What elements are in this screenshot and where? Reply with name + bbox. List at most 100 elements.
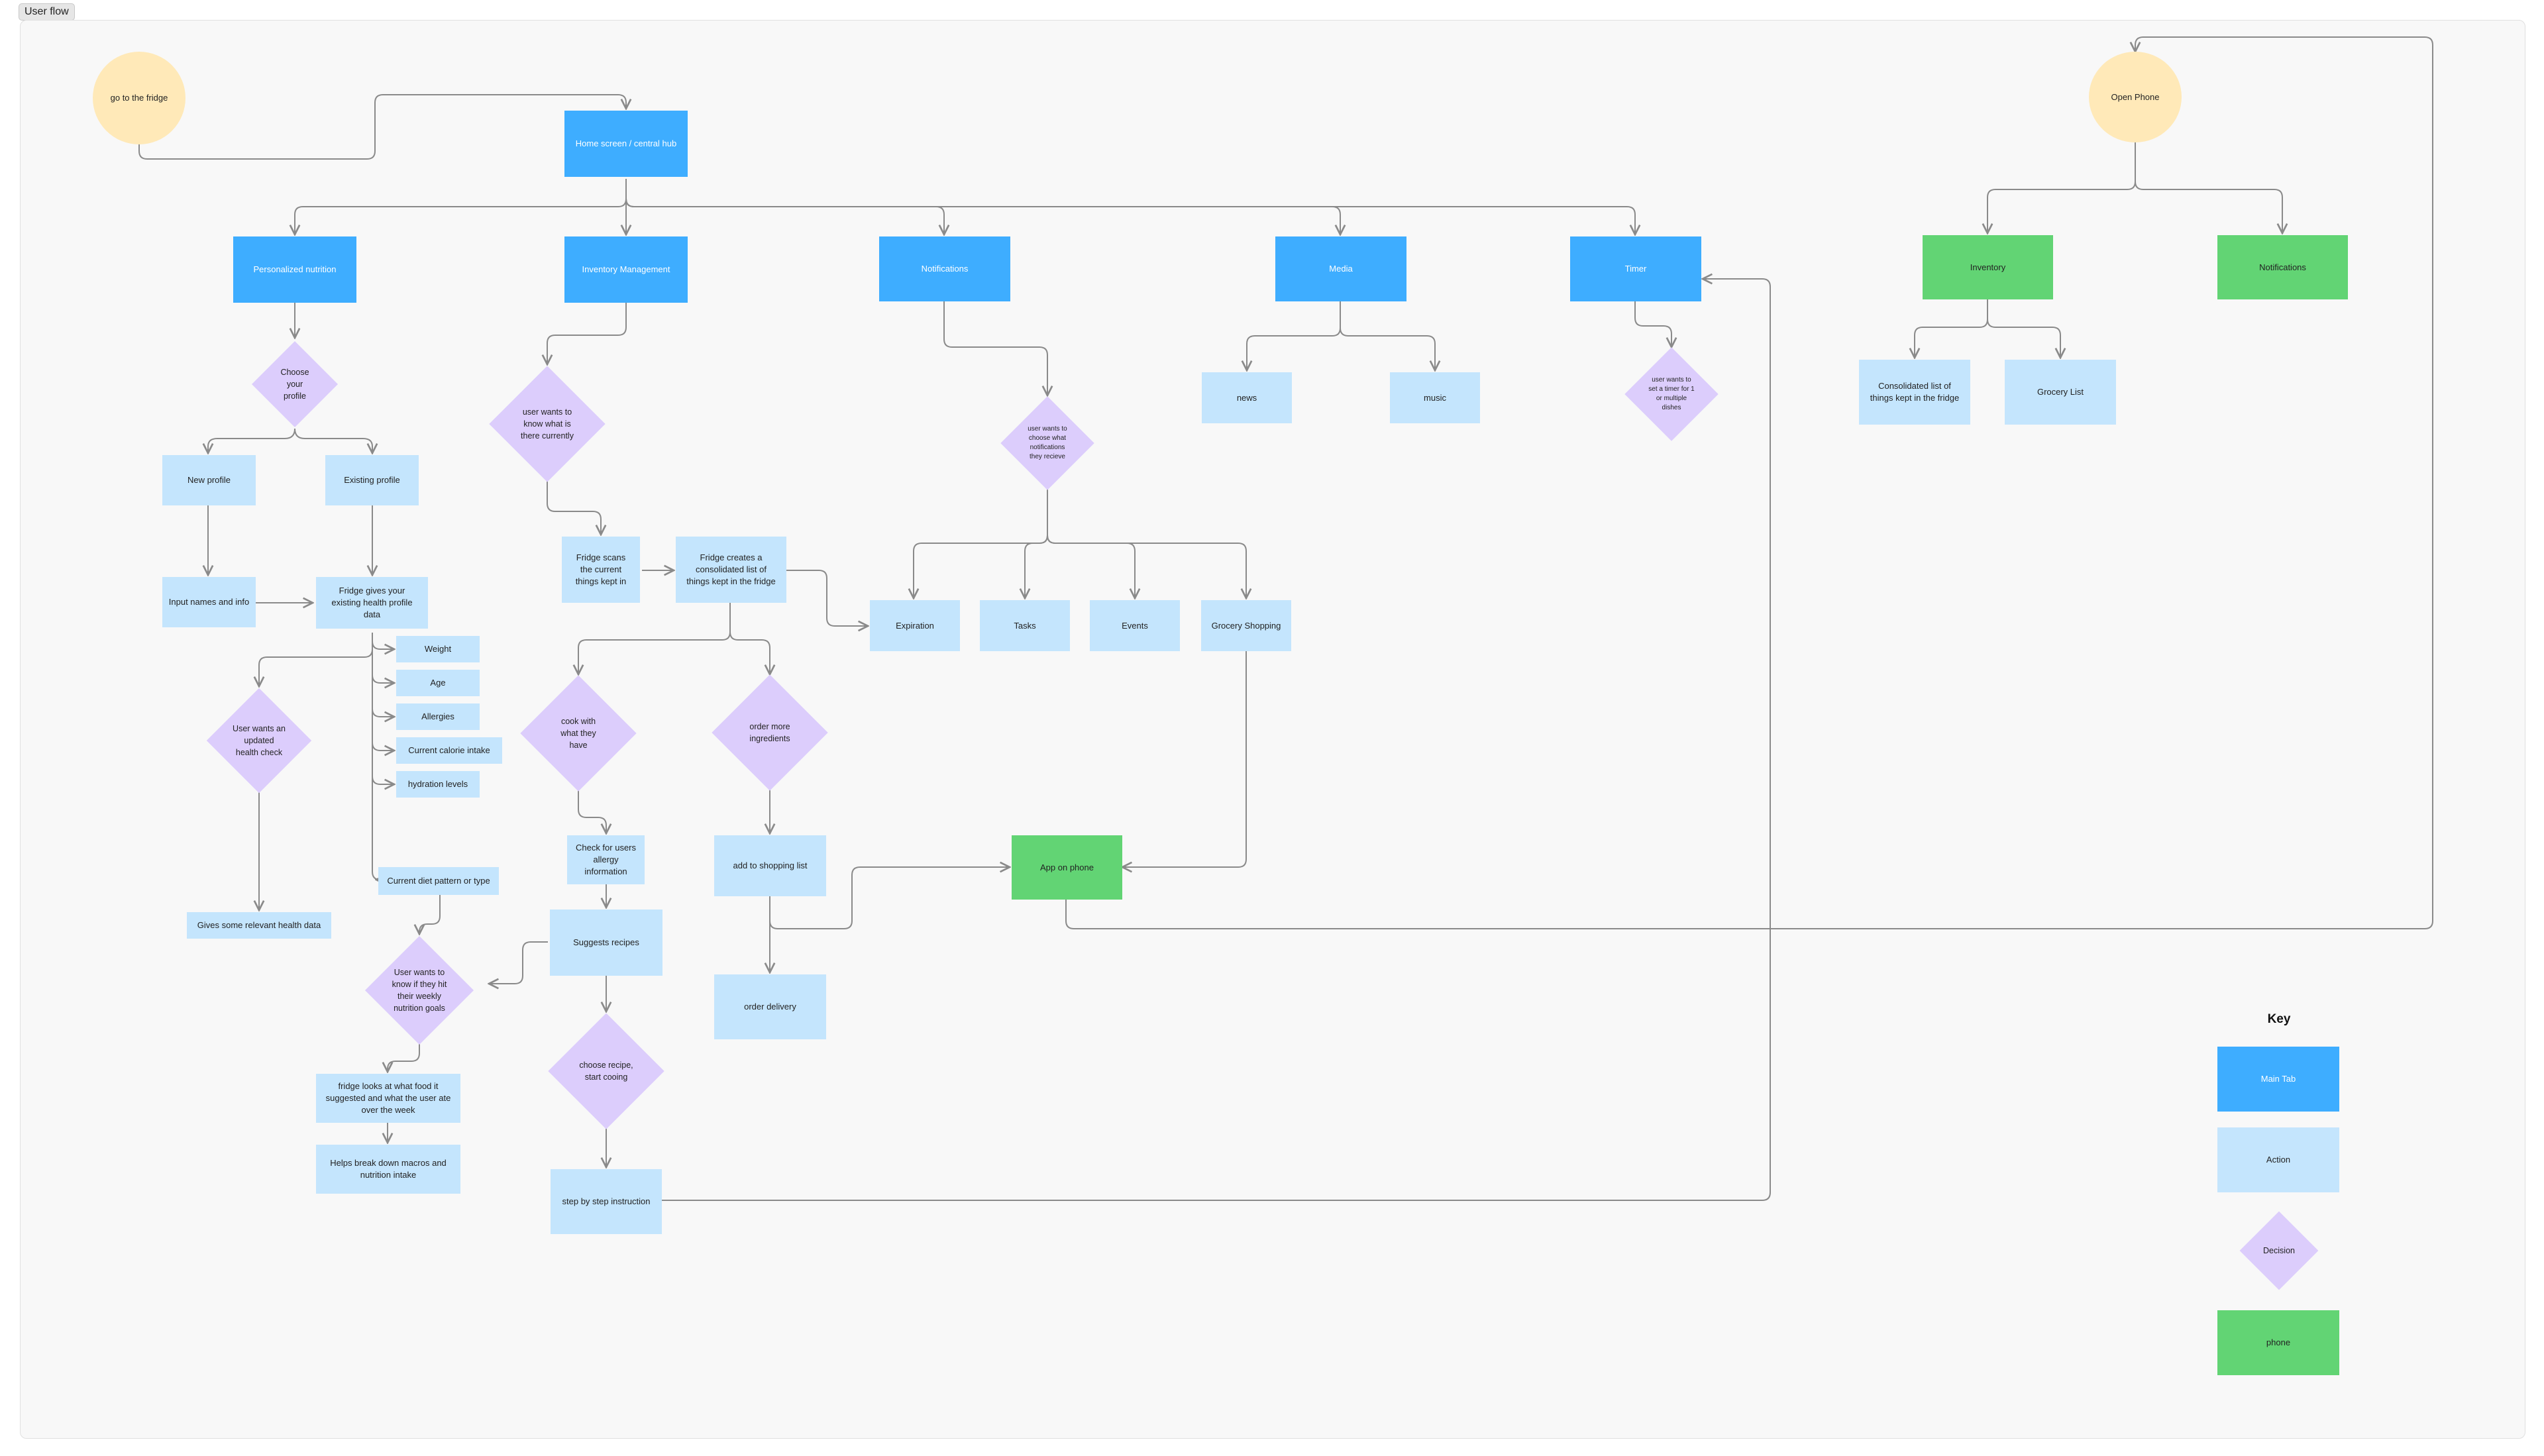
edge-choose-new: [208, 428, 295, 453]
edge-open-inventory: [1988, 142, 2136, 233]
edge-home-timer: [625, 179, 1635, 234]
node-choose-notifications[interactable]: user wants to choose what notifications …: [997, 395, 1098, 490]
node-order-delivery[interactable]: order delivery: [714, 974, 826, 1039]
node-choose-recipe[interactable]: choose recipe, start cooing: [542, 1012, 670, 1129]
decision-label: user wants to choose what notifications …: [1028, 425, 1067, 460]
node-notifications[interactable]: Notifications: [879, 236, 1010, 301]
decision-label: Choose your profile: [280, 368, 309, 401]
node-diet-pattern[interactable]: Current diet pattern or type: [378, 867, 499, 895]
edge-weekly-fridgelooks: [388, 1044, 420, 1072]
decision-label: Decision: [2263, 1245, 2295, 1255]
edge-step-timer: [661, 279, 1771, 1201]
node-go-to-fridge[interactable]: go to the fridge: [93, 52, 186, 144]
node-relevant-health-data[interactable]: Gives some relevant health data: [187, 912, 331, 939]
edge-add-app: [769, 867, 1010, 929]
node-choose-profile[interactable]: Choose your profile: [251, 340, 339, 429]
node-cook-with-what-they-have[interactable]: cook with what they have: [515, 674, 641, 792]
edge-creates-order: [729, 603, 770, 674]
node-break-down-macros[interactable]: Helps break down macros and nutrition in…: [316, 1145, 460, 1194]
node-check-allergy[interactable]: Check for users allergy information: [567, 835, 645, 884]
node-weight[interactable]: Weight: [396, 636, 480, 662]
node-age[interactable]: Age: [396, 670, 480, 696]
edge-fridge-age: [372, 633, 394, 683]
decision-label: order more ingredients: [749, 721, 790, 743]
edge-choose-expiration: [914, 488, 1048, 598]
edge-fridge-home: [138, 94, 626, 160]
edge-know-scans: [547, 481, 601, 535]
node-calorie-intake[interactable]: Current calorie intake: [396, 737, 502, 764]
edge-diet-weekly: [419, 895, 441, 934]
node-grocery-shopping[interactable]: Grocery Shopping: [1201, 600, 1291, 651]
decision-label: user wants to set a timer for 1 or multi…: [1648, 376, 1695, 411]
edge-fridge-calorie: [372, 633, 394, 751]
node-app-on-phone[interactable]: App on phone: [1012, 835, 1122, 900]
edge-inv-grocery: [1987, 299, 2060, 358]
edge-choose-grocery: [1047, 488, 1246, 598]
decision-label: choose recipe, start cooing: [579, 1060, 633, 1082]
node-fridge-gives-profile[interactable]: Fridge gives your existing health profil…: [316, 577, 428, 629]
node-expiration[interactable]: Expiration: [870, 600, 960, 651]
node-fridge-looks[interactable]: fridge looks at what food it suggested a…: [316, 1074, 460, 1123]
node-weekly-nutrition-goals[interactable]: User wants to know if they hit their wee…: [351, 935, 488, 1045]
node-allergies[interactable]: Allergies: [396, 703, 480, 730]
key-action: Action: [2217, 1127, 2339, 1192]
edge-timer-decision: [1634, 301, 1671, 347]
node-timer-decision[interactable]: user wants to set a timer for 1 or multi…: [1621, 346, 1722, 441]
edge-grocery-app: [1122, 651, 1247, 867]
edge-creates-cook: [578, 603, 731, 674]
key-phone: phone: [2217, 1310, 2339, 1375]
node-tasks[interactable]: Tasks: [980, 600, 1070, 651]
node-phone-inventory[interactable]: Inventory: [1923, 235, 2053, 299]
edge-media-music: [1340, 301, 1435, 370]
node-consolidated-list[interactable]: Consolidated list of things kept in the …: [1859, 360, 1970, 425]
decision-label: cook with what they have: [560, 716, 596, 750]
frame-title: User flow: [19, 3, 75, 21]
node-fridge-scans[interactable]: Fridge scans the current things kept in: [562, 537, 640, 603]
edge-open-notifications: [2135, 142, 2282, 233]
node-media[interactable]: Media: [1275, 236, 1406, 301]
node-grocery-list[interactable]: Grocery List: [2005, 360, 2116, 425]
node-new-profile[interactable]: New profile: [162, 455, 256, 505]
edge-media-news: [1247, 301, 1341, 370]
edge-suggests-weekly: [489, 941, 548, 984]
node-personalized-nutrition[interactable]: Personalized nutrition: [233, 236, 356, 303]
node-add-to-shopping-list[interactable]: add to shopping list: [714, 835, 826, 896]
node-news[interactable]: news: [1202, 372, 1292, 423]
key-title: Key: [2267, 1012, 2291, 1026]
edge-app-openphone: [1065, 36, 2433, 929]
node-open-phone[interactable]: Open Phone: [2089, 52, 2182, 142]
edge-creates-expiration: [786, 570, 868, 626]
edge-fridge-diet: [372, 633, 380, 880]
node-input-names[interactable]: Input names and info: [162, 577, 256, 627]
node-existing-profile[interactable]: Existing profile: [325, 455, 419, 505]
node-events[interactable]: Events: [1090, 600, 1180, 651]
edge-notif-choose: [943, 301, 1047, 395]
decision-label: user wants to know what is there current…: [521, 407, 574, 441]
edge-choose-tasks: [1025, 488, 1048, 598]
edge-fridge-allergies: [372, 633, 394, 717]
key-main-tab: Main Tab: [2217, 1047, 2339, 1112]
edge-cook-check: [578, 790, 606, 833]
node-phone-notifications[interactable]: Notifications: [2217, 235, 2348, 299]
node-suggests-recipes[interactable]: Suggests recipes: [550, 910, 662, 976]
node-timer[interactable]: Timer: [1570, 236, 1701, 301]
edge-fridge-updated: [259, 633, 373, 686]
decision-label: User wants an updated health check: [233, 723, 286, 757]
node-order-more-ingredients[interactable]: order more ingredients: [708, 674, 832, 791]
edge-fridge-weight: [372, 633, 394, 649]
node-hydration-levels[interactable]: hydration levels: [396, 771, 480, 798]
node-step-by-step[interactable]: step by step instruction: [551, 1169, 662, 1234]
node-updated-health-check[interactable]: User wants an updated health check: [202, 688, 316, 793]
node-know-what-is-there[interactable]: user wants to know what is there current…: [486, 365, 608, 482]
node-home-screen[interactable]: Home screen / central hub: [564, 111, 688, 177]
decision-label: User wants to know if they hit their wee…: [392, 967, 447, 1013]
key-decision: Decision: [2239, 1209, 2319, 1292]
node-inventory-management[interactable]: Inventory Management: [564, 236, 688, 303]
edge-home-personalized: [295, 179, 627, 234]
node-fridge-creates-list[interactable]: Fridge creates a consolidated list of th…: [676, 537, 786, 603]
edge-inv-consolidated: [1915, 299, 1988, 358]
edge-fridge-hydration: [372, 633, 394, 784]
edge-inv-know: [547, 303, 627, 364]
node-music[interactable]: music: [1390, 372, 1480, 423]
